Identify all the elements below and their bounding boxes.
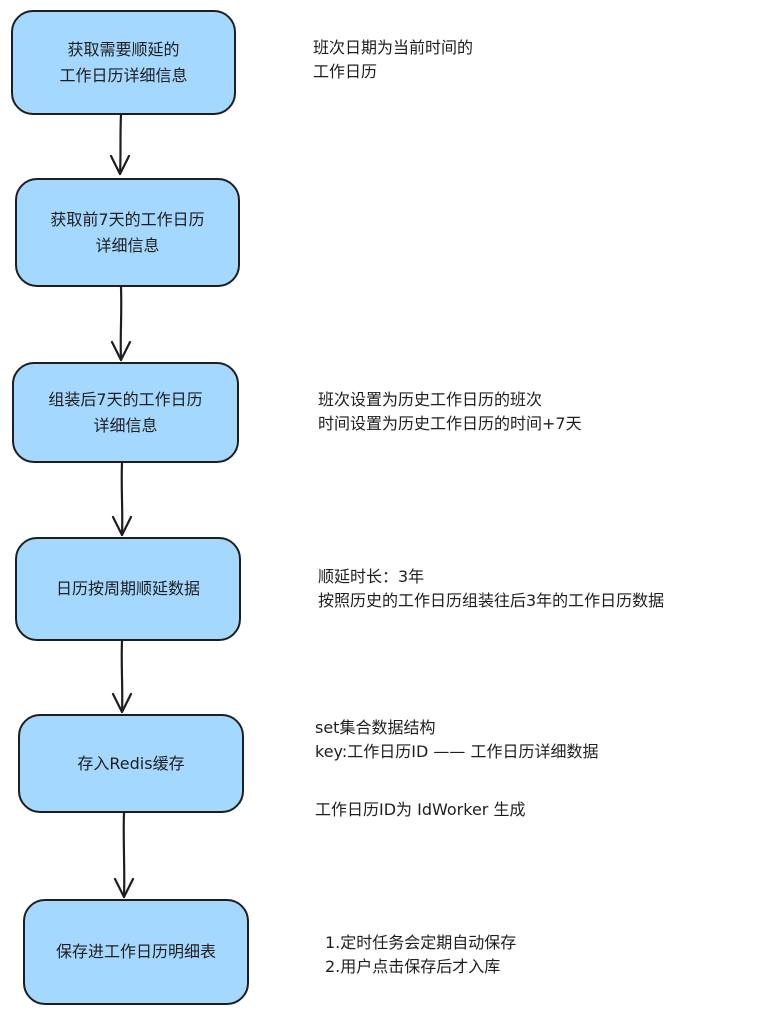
note-step-6-line-1: 1.定时任务会定期自动保存 — [325, 933, 517, 952]
note-step-5-spacer — [315, 764, 598, 798]
step-3-line-2: 详细信息 — [93, 415, 158, 435]
step-5-node: 存入Redis缓存 — [18, 714, 244, 813]
note-step-1: 班次日期为当前时间的 工作日历 — [313, 36, 473, 84]
step-5-line-1: 存入Redis缓存 — [77, 753, 185, 773]
step-1-line-2: 工作日历详细信息 — [59, 65, 188, 85]
note-step-4: 顺延时长：3年 按照历史的工作日历组装往后3年的工作日历数据 — [318, 565, 664, 613]
arrow-1-to-2 — [109, 113, 131, 176]
step-4-line-1: 日历按周期顺延数据 — [55, 579, 200, 598]
arrow-5-to-6 — [113, 811, 135, 899]
note-step-3-line-1: 班次设置为历史工作日历的班次 — [318, 390, 543, 409]
note-step-5-line-3: 工作日历ID为 IdWorker 生成 — [315, 800, 526, 819]
step-2-line-2: 详细信息 — [95, 235, 160, 255]
note-step-6: 1.定时任务会定期自动保存 2.用户点击保存后才入库 — [325, 931, 516, 979]
note-step-3-line-2: 时间设置为历史工作日历的时间+7天 — [318, 414, 582, 433]
arrow-2-to-3 — [110, 285, 132, 362]
step-1-line-1: 获取需要顺延的 — [67, 39, 180, 59]
step-1-node: 获取需要顺延的 工作日历详细信息 — [11, 10, 236, 115]
step-3-line-1: 组装后7天的工作日历 — [48, 389, 203, 409]
note-step-4-line-2: 按照历史的工作日历组装往后3年的工作日历数据 — [318, 591, 665, 610]
step-6-node: 保存进工作日历明细表 — [23, 899, 249, 1005]
step-2-node: 获取前7天的工作日历 详细信息 — [15, 178, 240, 287]
note-step-5-line-2: key:工作日历ID —— 工作日历详细数据 — [315, 742, 599, 761]
step-4-node: 日历按周期顺延数据 — [15, 537, 241, 641]
step-3-node: 组装后7天的工作日历 详细信息 — [12, 362, 239, 463]
note-step-5: set集合数据结构 key:工作日历ID —— 工作日历详细数据 工作日历ID为… — [315, 716, 598, 822]
note-step-4-line-1: 顺延时长：3年 — [318, 567, 425, 586]
note-step-5-line-1: set集合数据结构 — [315, 718, 436, 737]
note-step-6-line-2: 2.用户点击保存后才入库 — [325, 957, 501, 976]
note-step-1-line-1: 班次日期为当前时间的 — [313, 38, 474, 57]
note-step-3: 班次设置为历史工作日历的班次 时间设置为历史工作日历的时间+7天 — [318, 388, 582, 436]
step-6-line-1: 保存进工作日历明细表 — [55, 942, 216, 961]
step-2-line-1: 获取前7天的工作日历 — [50, 209, 205, 229]
arrow-3-to-4 — [111, 461, 133, 537]
arrow-4-to-5 — [111, 639, 133, 714]
note-step-1-line-2: 工作日历 — [313, 62, 378, 81]
